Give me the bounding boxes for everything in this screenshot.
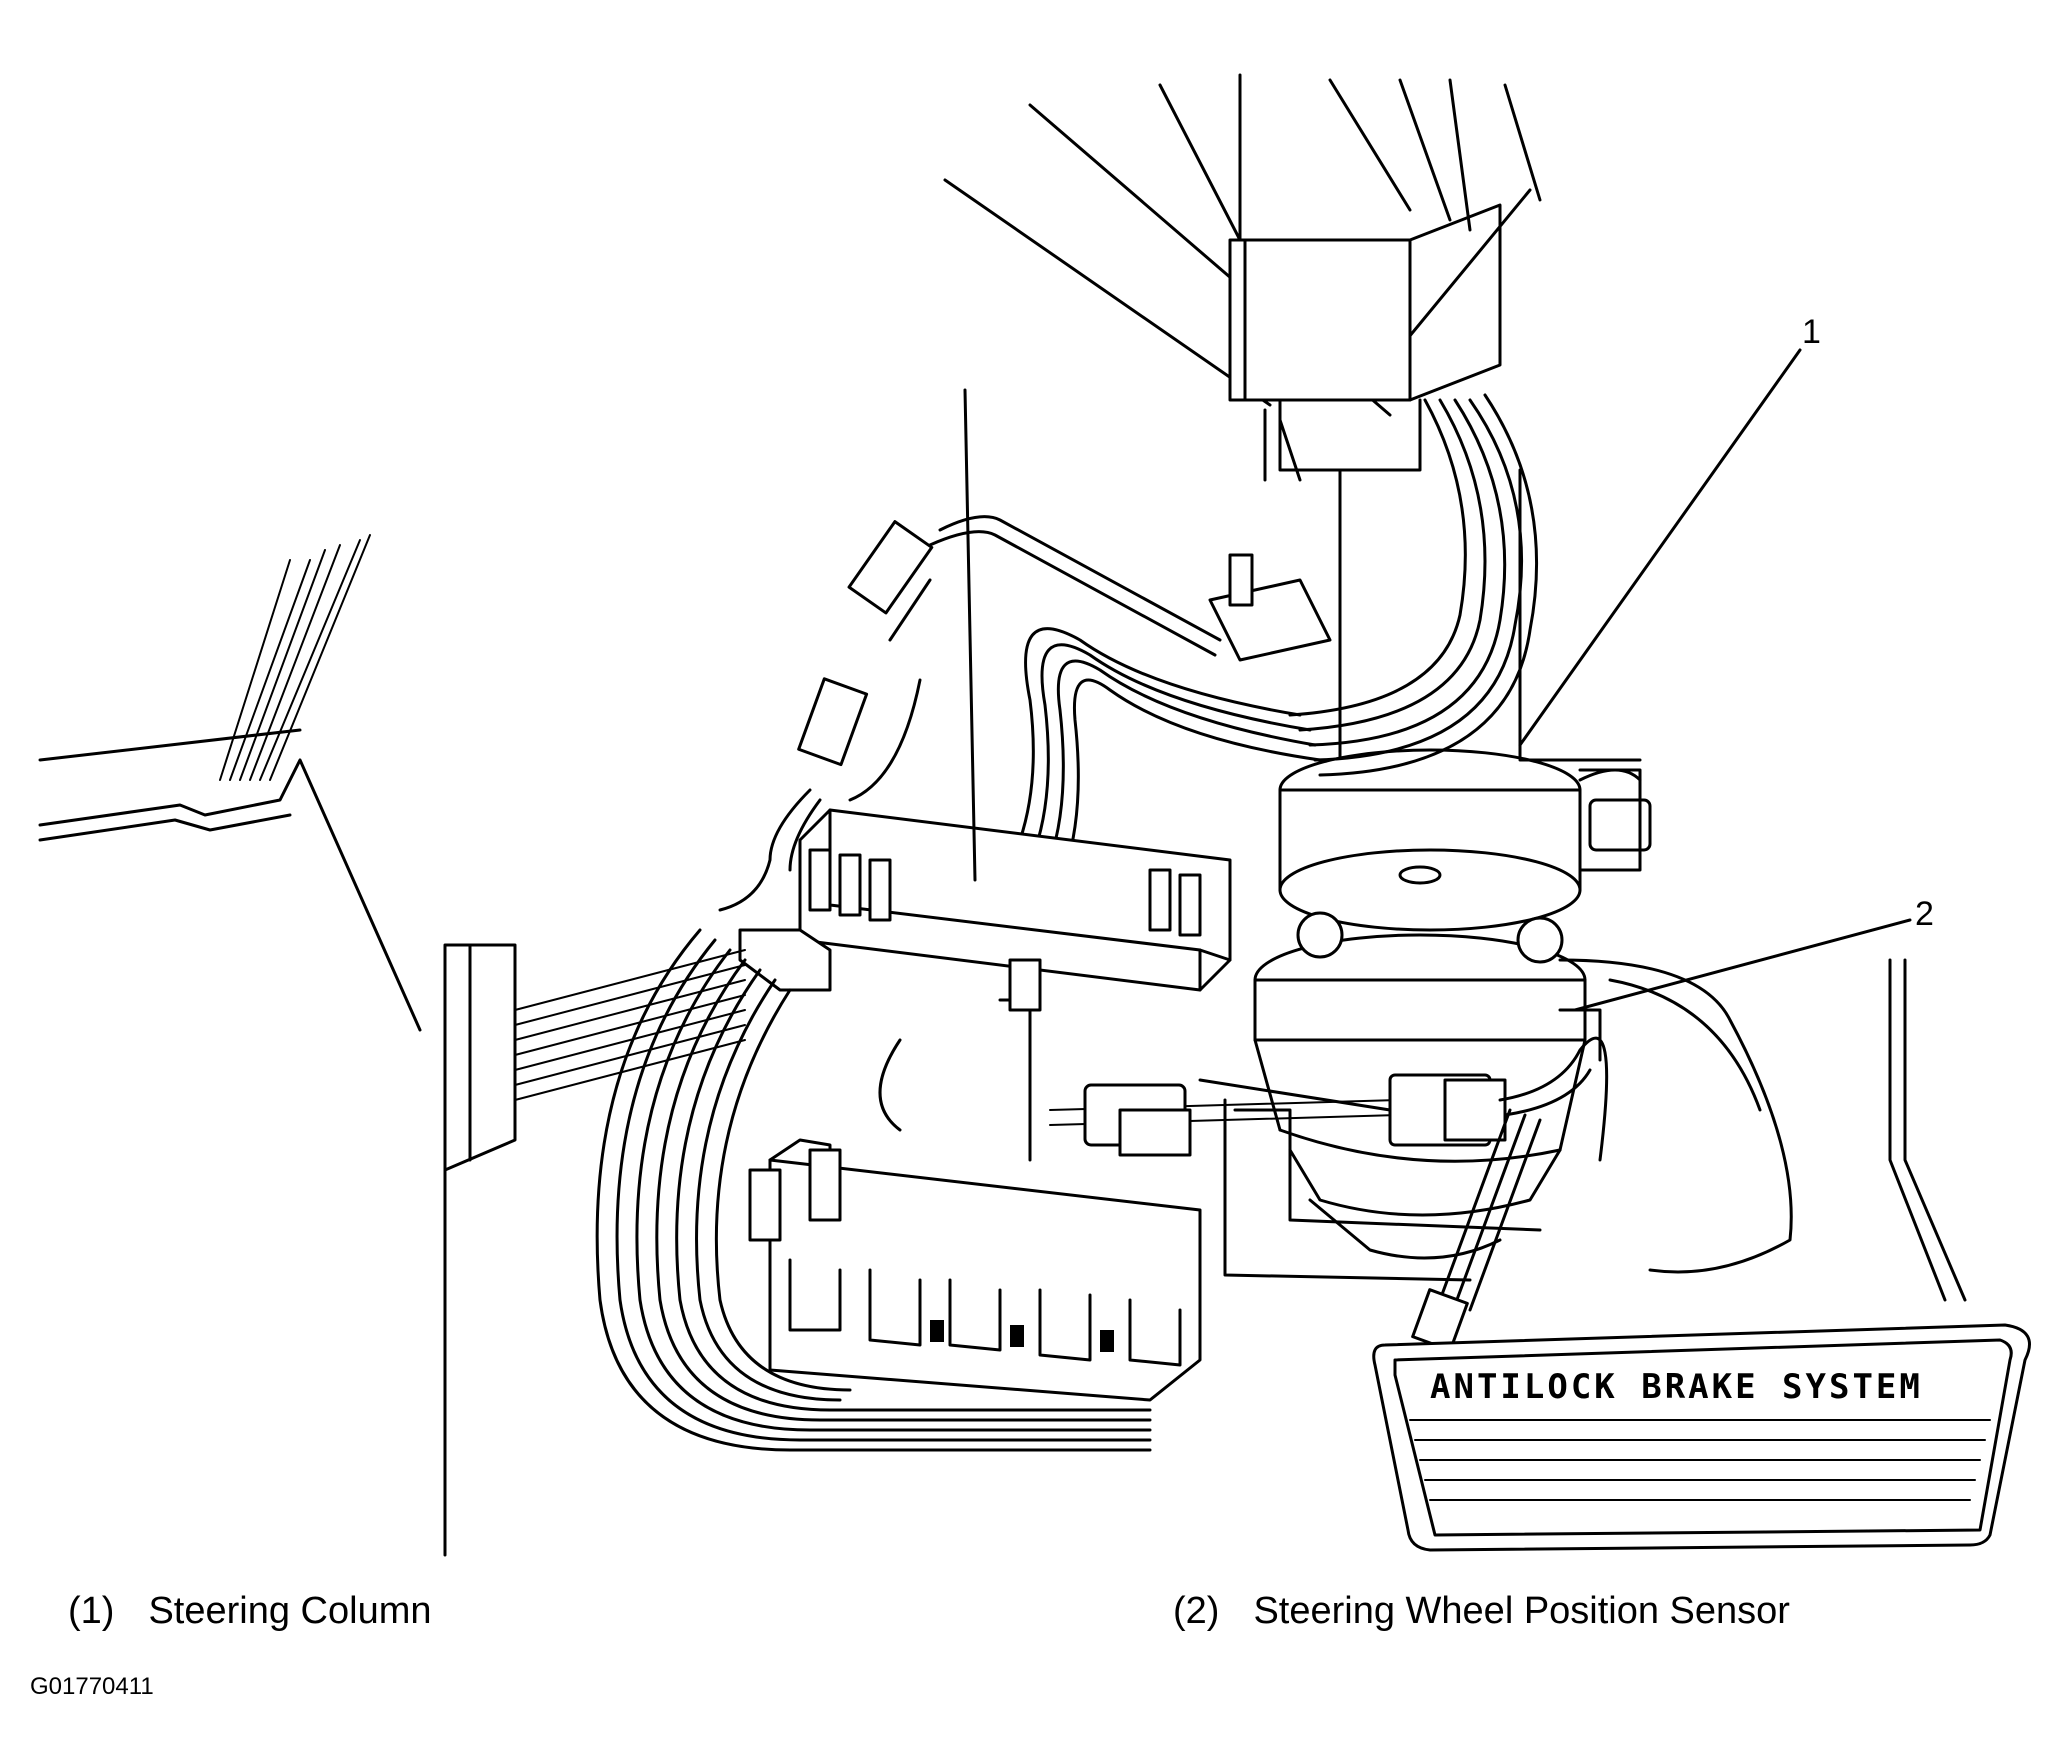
steering-column-upper-housing [1228, 203, 1502, 482]
left-dash-panel [38, 534, 422, 1032]
sensor-connector-pair [718, 515, 1222, 912]
column-shroud-right [1223, 958, 1967, 1302]
legend-item-steering-wheel-position-sensor: (2) Steering Wheel Position Sensor [1173, 1590, 1790, 1633]
pedal-label: ANTILOCK BRAKE SYSTEM [1430, 1367, 1923, 1407]
left-wiring-harness [514, 949, 746, 1101]
lower-wiring-loop [595, 928, 1152, 1452]
reference-line [963, 388, 977, 882]
legend-2-label: Steering Wheel Position Sensor [1253, 1590, 1790, 1632]
legend-item-steering-column: (1) Steering Column [68, 1590, 432, 1633]
upper-connector-module [738, 808, 1232, 992]
column-harness-clip [1208, 553, 1332, 662]
column-wiring-bundle [1018, 393, 1539, 872]
legend-2-number: (2) [1173, 1590, 1220, 1632]
callout-1-leader: 1 [1518, 313, 1821, 747]
legend-1-label: Steering Column [148, 1590, 432, 1632]
lower-connector-block [748, 958, 1202, 1402]
steering-column [1253, 468, 1652, 1260]
brake-pedal: ANTILOCK BRAKE SYSTEM [1372, 1323, 2031, 1552]
legend-1-number: (1) [68, 1590, 115, 1632]
callout-1-number: 1 [1802, 313, 1821, 351]
callout-2-number: 2 [1915, 895, 1934, 933]
sensor-link-wire [878, 1038, 1401, 1157]
steering-wheel-position-sensor [1388, 1008, 1609, 1352]
left-bracket [443, 943, 517, 1557]
callout-2-leader: 2 [1573, 895, 1934, 1012]
figure-id: G01770411 [30, 1673, 154, 1700]
